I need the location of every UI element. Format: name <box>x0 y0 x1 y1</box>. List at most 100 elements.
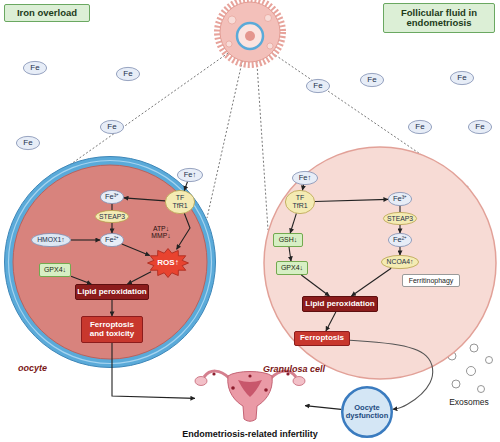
uterine-cavity <box>238 380 262 397</box>
iron-ion: Fe <box>16 136 40 150</box>
arrow-connector <box>315 199 388 201</box>
ovary-follicle <box>226 41 232 47</box>
receptor-oval: TF TfR1 <box>285 190 315 214</box>
text-holder: Fe↑ <box>292 171 318 185</box>
ovary-body <box>220 2 280 62</box>
exosome-vesicle <box>467 367 476 376</box>
node-text: STEAP3 <box>99 213 125 220</box>
node-text: Iron overload <box>17 8 77 18</box>
enzyme-oval-shape <box>95 210 128 222</box>
granulosa-cell: Granulosa cell Fe↑ TF TfR1 Fe³⁺ STEAP3GSH↓ Fe… <box>263 146 497 380</box>
arrow-connector <box>111 223 112 233</box>
enzyme-oval-shape <box>31 233 70 246</box>
node-text: Fe <box>30 64 39 73</box>
enzyme-oval: HMOX1↑ <box>31 233 71 247</box>
text-holder: Fe <box>408 120 432 134</box>
node-text: TF TfR1 <box>170 194 190 209</box>
iron-ion: Fe <box>450 71 474 85</box>
receptor-oval-shape <box>165 190 194 213</box>
iron-ion-shape <box>177 168 202 181</box>
node-text: Endometriosis-related infertility <box>182 430 318 440</box>
node-text: TF TfR1 <box>290 194 310 209</box>
dotted-leader <box>207 49 245 218</box>
outcome-circle-shape <box>342 387 392 437</box>
iron-ion-shape <box>360 73 383 86</box>
node-text: Fe <box>475 123 484 132</box>
iron-ion-shape <box>100 190 123 203</box>
fallopian-tube <box>204 371 229 378</box>
iron-ion: Fe <box>23 61 47 75</box>
node-text: Fe <box>23 139 32 148</box>
arrow-connector <box>112 343 195 398</box>
oocyte-cell: oocyteFe↑TF TfR1Fe³⁺STEAP3HMOX1↑Fe²⁺ROS↑… <box>4 156 216 368</box>
text-holder: STEAP3 <box>383 212 417 225</box>
arrow-connector <box>290 214 296 233</box>
enzyme-oval-shape <box>383 212 416 224</box>
arrow-connector <box>71 239 100 240</box>
ovary-illustration <box>217 0 283 65</box>
node-text: Fe <box>457 74 466 83</box>
node-text: Follicular fluid in endometriosis <box>387 8 491 29</box>
node-text: GSH↓ <box>279 236 298 244</box>
text-holder: Granulosa cell <box>263 365 343 375</box>
process-tag: Ferritinophagy <box>402 274 460 287</box>
exosome-vesicle <box>486 357 493 364</box>
lesion-dot <box>248 374 251 377</box>
uterus-body <box>228 372 273 422</box>
node-text: Lipid peroxidation <box>77 288 146 297</box>
iron-ion-shape <box>408 120 431 133</box>
iron-ion: Fe³⁺ <box>388 192 412 206</box>
iron-ion-shape <box>388 233 411 246</box>
text-holder: Ferroptosis and toxicity <box>82 317 142 342</box>
receptor-oval: TF TfR1 <box>165 190 195 214</box>
iron-ion: Fe <box>360 73 384 87</box>
node-text: Fe <box>313 82 322 91</box>
node-text: GPX4↓ <box>281 264 303 272</box>
text-holder: Fe <box>450 71 474 85</box>
arrow-connector <box>399 247 400 255</box>
text-holder: Fe <box>360 73 384 87</box>
node-text: STEAP3 <box>387 215 413 222</box>
text-holder: STEAP3 <box>95 210 129 223</box>
text-holder: Lipid peroxidation <box>303 297 377 311</box>
node-text: HMOX1↑ <box>37 236 65 243</box>
enzyme-oval-shape <box>381 255 418 268</box>
arrow-connector <box>124 198 165 201</box>
text-holder: GSH↓ <box>274 234 302 246</box>
text-holder: Fe <box>100 120 124 134</box>
text-holder: HMOX1↑ <box>31 233 71 247</box>
connector-group <box>71 182 433 409</box>
text-holder: Fe <box>468 120 492 134</box>
arrow-connector <box>71 276 91 284</box>
note-text: Exosomes <box>442 398 496 407</box>
arrow-connector <box>111 300 112 316</box>
iron-ion: Fe <box>306 79 330 93</box>
ovary-follicle <box>228 16 236 24</box>
enzyme-oval: STEAP3 <box>383 212 417 225</box>
arrow-connector <box>289 247 291 261</box>
iron-ion: Fe <box>116 67 140 81</box>
arrow-connector <box>184 182 187 191</box>
title-box: Iron overload <box>4 4 90 22</box>
node-text: oocyte <box>18 364 78 374</box>
iron-ion-shape <box>100 120 123 133</box>
text-holder: Fe <box>306 79 330 93</box>
node-text: GPX4↓ <box>44 266 66 274</box>
text-holder: NCOA4↑ <box>381 255 419 269</box>
node-text: Ferritinophagy <box>409 277 454 285</box>
arrow-connector <box>399 206 400 212</box>
outcome-box: Ferroptosis and toxicity <box>81 316 143 343</box>
iron-ion-shape <box>116 67 139 80</box>
iron-ion: Fe <box>100 120 124 134</box>
node-text: Ferroptosis and toxicity <box>83 321 141 339</box>
arrow-connector <box>122 244 150 255</box>
lesion-dot <box>231 386 235 390</box>
enzyme-box: GPX4↓ <box>276 261 308 275</box>
iron-ion-shape <box>292 171 317 184</box>
exosome-vesicle <box>452 380 460 388</box>
zona-highlight <box>9 161 212 364</box>
node-text: Fe²⁺ <box>105 236 119 244</box>
